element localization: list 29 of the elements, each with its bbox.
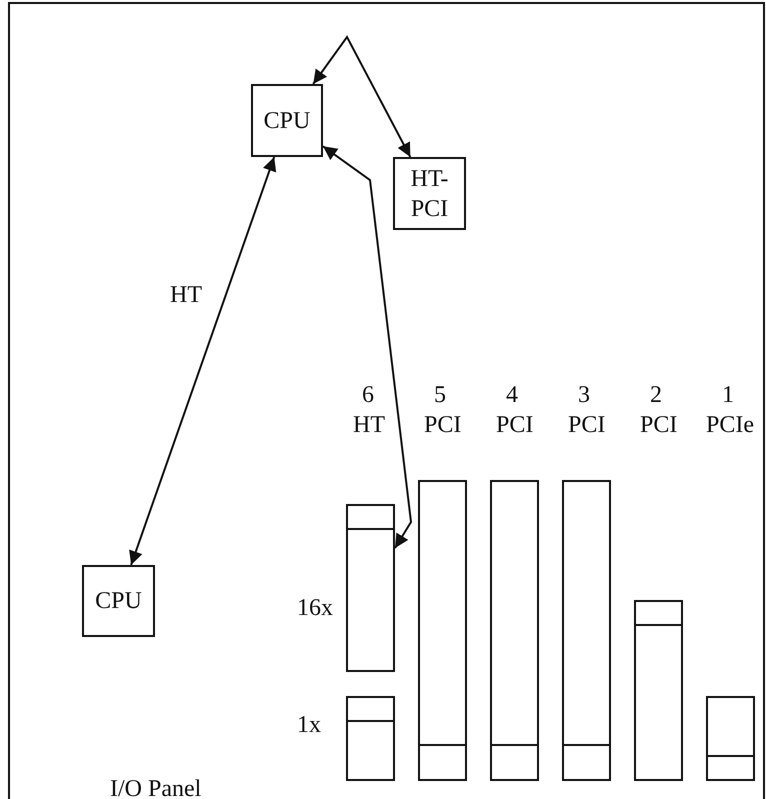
slot-type-label: PCI bbox=[640, 413, 678, 437]
slot-type-label: HT bbox=[353, 413, 385, 437]
cpu-box: CPU bbox=[82, 565, 155, 637]
slot-box bbox=[490, 480, 539, 781]
lane-width-label: 16x bbox=[297, 596, 333, 620]
slot-type-label: PCI bbox=[424, 413, 462, 437]
slot-number: 2 bbox=[650, 383, 662, 407]
lane-width-label: 1x bbox=[297, 713, 321, 737]
slot-number: 4 bbox=[506, 383, 518, 407]
double-headed-arrow bbox=[129, 156, 276, 566]
slot-box bbox=[346, 696, 395, 781]
slot-number: 5 bbox=[434, 383, 446, 407]
cpu-box: CPU bbox=[251, 84, 323, 157]
edge-label: HT bbox=[170, 283, 202, 307]
slot-number: 6 bbox=[362, 383, 374, 407]
slot-box bbox=[706, 696, 755, 781]
slot-box bbox=[562, 480, 611, 781]
double-headed-arrow bbox=[312, 35, 412, 158]
slot-type-label: PCIe bbox=[706, 413, 754, 437]
slot-type-label: PCI bbox=[568, 413, 606, 437]
bridge-chip-box: HT-PCI bbox=[393, 157, 466, 230]
slot-number: 3 bbox=[578, 383, 590, 407]
slot-box bbox=[346, 504, 395, 672]
slot-number: 1 bbox=[722, 383, 734, 407]
slot-box bbox=[418, 480, 467, 781]
panel-label: I/O Panel bbox=[110, 777, 202, 799]
slot-box bbox=[634, 600, 683, 781]
double-headed-arrow bbox=[322, 145, 412, 549]
slot-type-label: PCI bbox=[496, 413, 534, 437]
